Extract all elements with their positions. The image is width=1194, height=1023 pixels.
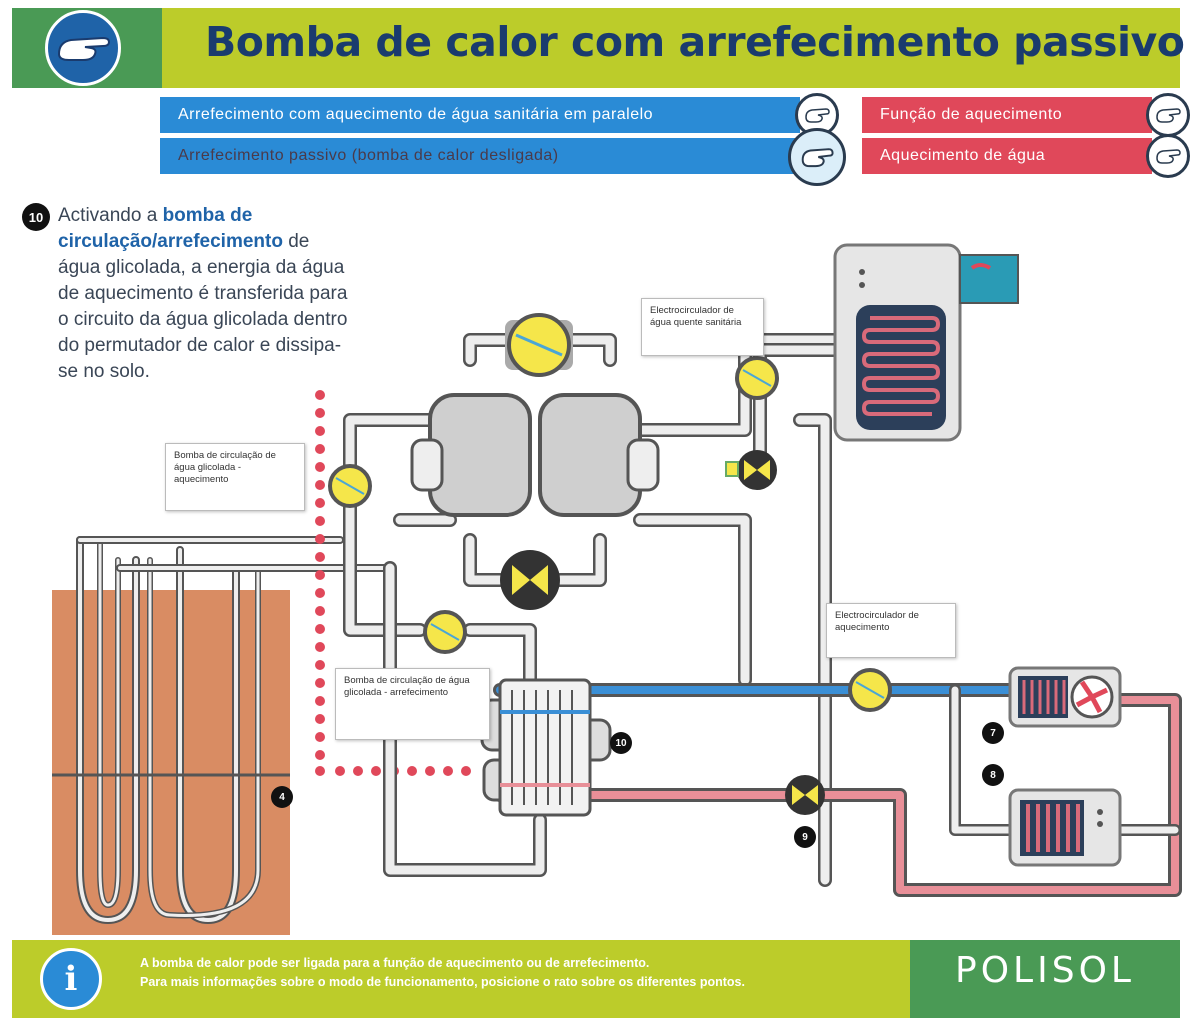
pump-dhw <box>735 356 779 400</box>
mode-heating-function-button[interactable]: Função de aquecimento <box>862 97 1152 133</box>
three-way-valve-dhw <box>725 450 777 490</box>
page-title: Bomba de calor com arrefecimento passivo <box>205 18 1185 66</box>
mode-water-heating-button[interactable]: Aquecimento de água <box>862 138 1152 174</box>
pump-glycol-cooling <box>423 610 467 654</box>
description-text: de água glicolada, a energia da água de … <box>58 231 348 382</box>
pump-heating <box>848 668 892 712</box>
marker-4[interactable]: 4 <box>271 786 293 808</box>
polisol-logo: POLISOL <box>955 950 1135 991</box>
footer-logo-box <box>910 940 1180 1018</box>
marker-8[interactable]: 8 <box>982 764 1004 786</box>
marker-10[interactable]: 10 <box>610 732 632 754</box>
ground-probes <box>76 536 394 925</box>
expansion-valve <box>500 550 560 610</box>
pointing-hand-icon <box>45 10 121 86</box>
pump-glycol-heating <box>328 464 372 508</box>
three-way-valve-9 <box>785 775 825 815</box>
dhw-tank <box>833 243 1019 442</box>
marker-9[interactable]: 9 <box>794 826 816 848</box>
radiator-unit <box>1008 788 1122 867</box>
mode-passive-cooling-button[interactable]: Arrefecimento passivo (bomba de calor de… <box>160 138 800 174</box>
description-text: Activando a <box>58 205 163 226</box>
footer-info-text: A bomba de calor pode ser ligada para a … <box>140 954 840 992</box>
footer-bar <box>12 940 910 1018</box>
step-number-badge: 10 <box>22 203 50 231</box>
plate-heat-exchanger <box>480 678 612 817</box>
heat-pump-unit <box>410 393 660 517</box>
header-bar <box>12 8 1180 88</box>
pointing-hand-icon[interactable] <box>1146 134 1190 178</box>
callout-heating-circulator: Electrocirculador de aquecimento <box>826 603 956 658</box>
pointing-hand-icon[interactable] <box>788 128 846 186</box>
callout-glycol-heating-pump: Bomba de circulação de água glicolada - … <box>165 443 305 511</box>
description-highlight: bomba de circulação/arrefecimento <box>58 205 283 252</box>
callout-dhw-circulator: Electrocirculador de água quente sanitár… <box>641 298 764 356</box>
compressor <box>505 313 573 377</box>
step-description: Activando a bomba de circulação/arrefeci… <box>58 203 348 385</box>
fan-coil-unit <box>1008 666 1122 728</box>
mode-cooling-with-dhw-button[interactable]: Arrefecimento com aquecimento de água sa… <box>160 97 800 133</box>
pipes <box>343 333 1182 897</box>
callout-glycol-cooling-pump: Bomba de circulação de água glicolada - … <box>335 668 490 740</box>
info-icon: i <box>40 948 102 1010</box>
marker-7[interactable]: 7 <box>982 722 1004 744</box>
footer-line-1: A bomba de calor pode ser ligada para a … <box>140 956 650 970</box>
footer-line-2: Para mais informações sobre o modo de fu… <box>140 975 745 989</box>
ground-block <box>52 590 290 935</box>
